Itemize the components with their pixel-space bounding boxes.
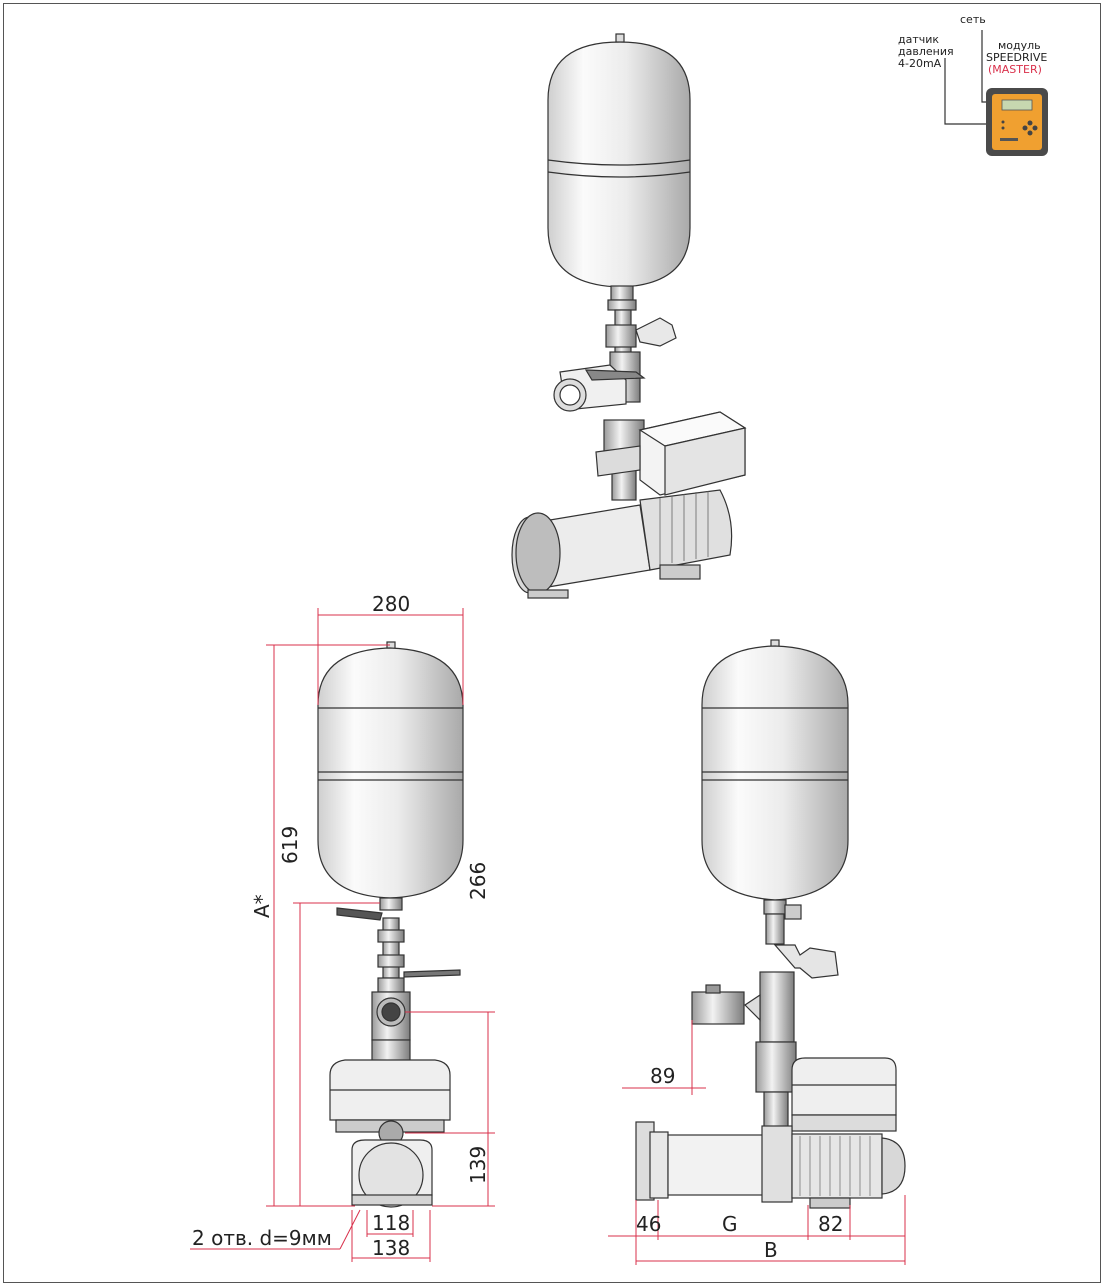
dim-B: B [764, 1238, 778, 1262]
front-pump [351, 1120, 433, 1208]
dim-base-138: 138 [372, 1236, 411, 1260]
side-motor-pump [635, 1121, 906, 1209]
module-label-line3: (MASTER) [988, 63, 1042, 76]
module-label-line2: SPEEDRIVE [986, 51, 1048, 64]
side-drive-module [791, 1057, 897, 1132]
dim-height-619: 619 [278, 825, 302, 864]
dim-82: 82 [818, 1212, 844, 1236]
speedrive-module [944, 30, 1048, 156]
front-expansion-tank [317, 641, 464, 899]
iso-expansion-tank [547, 33, 691, 288]
dim-offset-89: 89 [650, 1064, 676, 1088]
sensor-label-line2: давления [898, 45, 954, 58]
dimension-lines [190, 608, 906, 1265]
network-label: сеть [960, 13, 986, 26]
front-view [317, 641, 464, 1208]
side-view [635, 639, 906, 1209]
side-pipe-assembly [691, 899, 839, 1133]
dim-base-118: 118 [372, 1211, 411, 1235]
side-expansion-tank [701, 639, 849, 901]
iso-pipe-assembly [553, 285, 677, 501]
dim-holes: 2 отв. d=9мм [192, 1226, 332, 1250]
dim-tank-width: 280 [372, 592, 411, 616]
isometric-view [511, 33, 747, 599]
dim-height-266: 266 [466, 861, 490, 900]
sensor-label-line3: 4-20mA [898, 57, 942, 70]
dim-46: 46 [636, 1212, 662, 1236]
iso-drive-module [595, 411, 747, 496]
sensor-label-line1: датчик [898, 33, 940, 46]
drawing-frame [3, 3, 1101, 1283]
iso-motor-pump [511, 489, 733, 599]
dim-G: G [722, 1212, 738, 1236]
module-label-line1: модуль [998, 39, 1041, 52]
dim-height-139: 139 [466, 1145, 490, 1184]
dim-height-total: A* [250, 894, 274, 918]
